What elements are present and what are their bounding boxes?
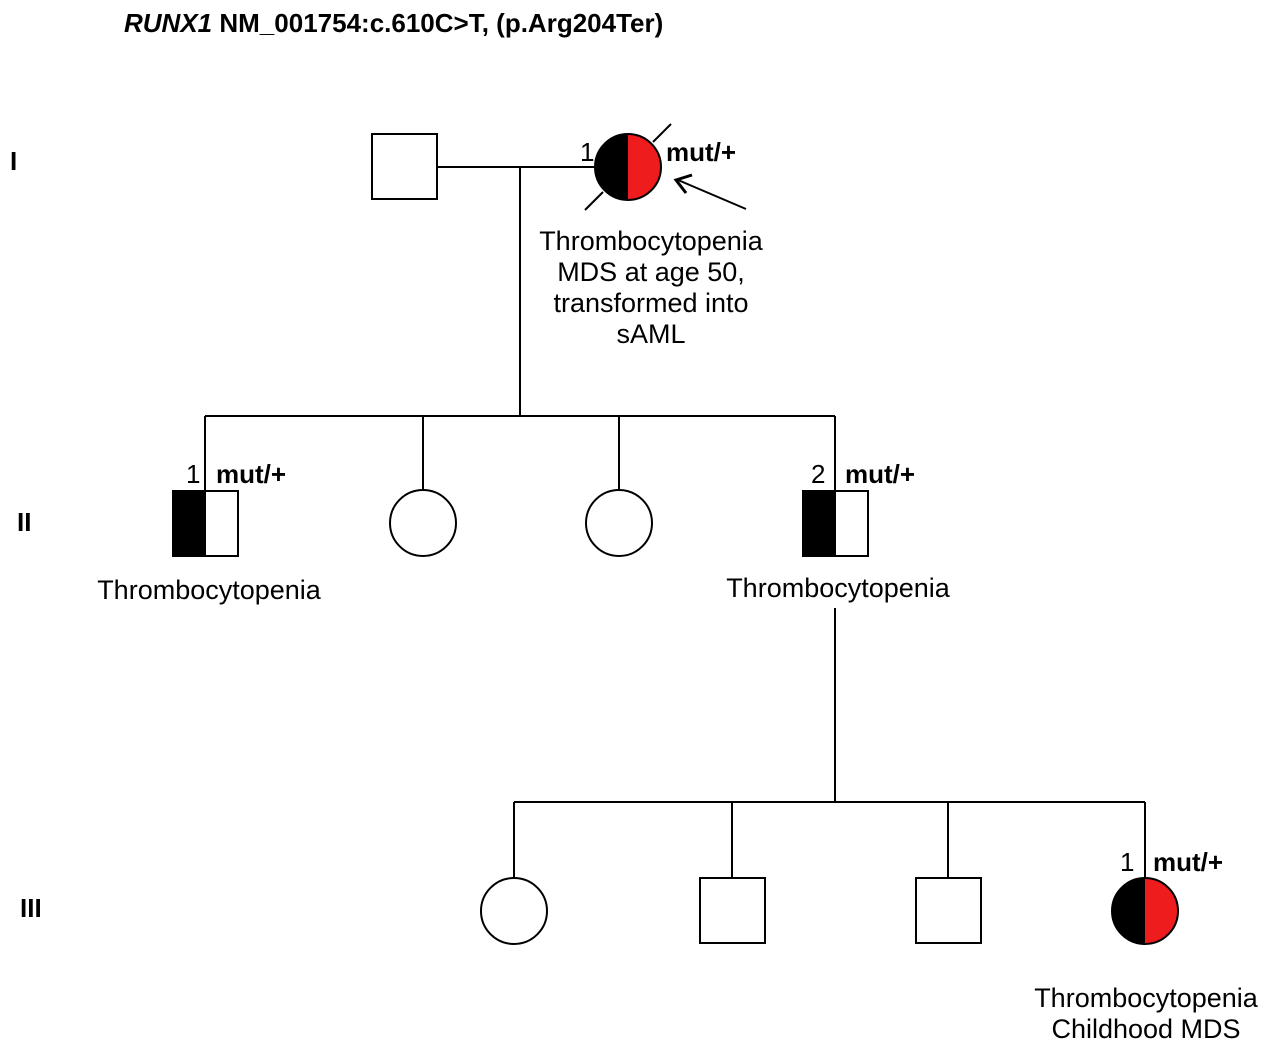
right-half-red xyxy=(628,134,661,200)
individual-II-2 xyxy=(802,490,869,557)
generation-label-iii: III xyxy=(20,893,42,923)
phenotype-line: Thrombocytopenia xyxy=(539,226,763,256)
individual-II-female-1 xyxy=(389,489,457,557)
individual-III-1 xyxy=(1111,877,1179,945)
individual-I-father xyxy=(371,133,438,200)
phenotype-label-II-1: Thrombocytopenia xyxy=(97,575,321,605)
individual-number: 1 xyxy=(186,459,201,489)
gene-name: RUNX1 xyxy=(124,8,213,38)
individual-number: 2 xyxy=(811,459,826,489)
individual-I-1-proband xyxy=(584,123,672,211)
generation-label-ii: II xyxy=(17,507,32,537)
individual-number: 1 xyxy=(580,137,595,167)
deceased-slash xyxy=(584,191,604,211)
deceased-slash xyxy=(652,123,672,143)
phenotype-line: Childhood MDS xyxy=(1051,1014,1241,1044)
figure-title: RUNX1 NM_001754:c.610C>T, (p.Arg204Ter) xyxy=(124,8,663,39)
proband-arrow-icon xyxy=(673,173,747,210)
genotype-label: mut/+ xyxy=(216,459,287,489)
individual-II-female-2 xyxy=(585,489,653,557)
individual-III-male-1 xyxy=(699,877,766,944)
variant-name: NM_001754:c.610C>T, (p.Arg204Ter) xyxy=(219,8,664,38)
individual-II-1 xyxy=(172,490,239,557)
individual-III-male-2 xyxy=(915,877,982,944)
phenotype-label-I-1: Thrombocytopenia MDS at age 50, transfor… xyxy=(520,226,782,350)
left-half-black xyxy=(595,134,628,200)
phenotype-line: sAML xyxy=(616,319,686,349)
genotype-label: mut/+ xyxy=(845,459,916,489)
individual-III-female-1 xyxy=(480,877,548,945)
individual-number: 1 xyxy=(1120,847,1135,877)
genotype-label: mut/+ xyxy=(1153,847,1224,877)
phenotype-line: Thrombocytopenia xyxy=(1034,983,1258,1013)
phenotype-line: MDS at age 50, xyxy=(557,257,745,287)
genotype-label: mut/+ xyxy=(666,137,737,167)
generation-label-i: I xyxy=(10,146,18,176)
phenotype-line: transformed into xyxy=(553,288,749,318)
phenotype-label-II-2: Thrombocytopenia xyxy=(726,573,950,603)
phenotype-label-III-1: Thrombocytopenia Childhood MDS xyxy=(1014,983,1278,1045)
